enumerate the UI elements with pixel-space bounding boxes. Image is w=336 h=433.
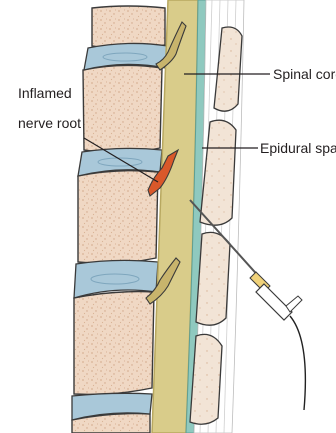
label-inflamed-line1: Inflamed	[18, 85, 72, 101]
vertebra-4	[74, 292, 154, 395]
syringe-flange	[286, 296, 302, 312]
syringe-tubing	[290, 316, 305, 410]
lamina-4	[190, 334, 222, 424]
syringe-barrel	[256, 284, 292, 320]
label-inflamed-line2: nerve root	[18, 115, 81, 131]
vertebra-3	[78, 171, 158, 264]
label-spinal-cord: Spinal cord	[273, 66, 336, 82]
label-epidural-space: Epidural space	[260, 140, 336, 156]
lamina-3	[196, 232, 230, 325]
vertebra-2	[83, 65, 162, 152]
vertebra-1	[92, 6, 165, 49]
